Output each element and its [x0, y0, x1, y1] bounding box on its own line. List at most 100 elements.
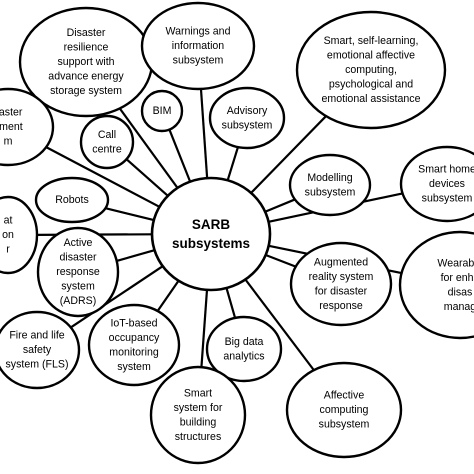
node-label-modelling-line-1: Modelling	[307, 172, 352, 184]
node-ellipse-adrs	[36, 226, 120, 318]
node-robots: Robots	[34, 176, 110, 224]
node-label-iot-occupancy-line-4: system	[117, 361, 151, 373]
node-label-disaster-management-line-1: saster	[0, 107, 23, 119]
node-ellipse-fire-life-safety	[0, 310, 81, 390]
node-label-affective-computing-line-3: subsystem	[319, 419, 370, 431]
node-ellipse-augmented-reality	[289, 241, 393, 327]
node-label-advisory-line-1: Advisory	[227, 105, 268, 117]
node-label-augmented-reality-line-4: response	[319, 300, 363, 312]
node-smart-self-learning: Smart, self-learning, emotional affective…	[295, 10, 447, 130]
node-label-modelling-line-2: subsystem	[305, 186, 356, 198]
node-ellipse-bim	[140, 89, 184, 133]
spoke-disaster-resilience	[118, 107, 179, 189]
node-label-bim-line-1: BIM	[153, 105, 172, 117]
node-label-augmented-reality-line-1: Augmented	[314, 256, 368, 268]
node-ellipse-smart-home-devices	[399, 145, 474, 223]
node-modelling: Modelling subsystem	[288, 153, 372, 217]
node-ellipse-affective-computing	[285, 361, 403, 459]
node-label-smart-self-learning-line-2: emotional affective	[327, 50, 415, 62]
node-label-wearables-line-3: disas	[448, 286, 473, 298]
spoke-smart-building-structures	[200, 289, 209, 368]
node-label-left-partial-line-1: at	[4, 215, 13, 227]
node-label-smart-home-devices-line-3: subsystem	[422, 193, 473, 205]
node-label-augmented-reality-line-2: reality system	[309, 271, 374, 283]
node-disaster-management: saster ement m	[0, 87, 55, 167]
node-label-disaster-resilience-line-1: Disaster	[67, 27, 106, 39]
node-label-smart-self-learning-line-4: psychological and	[329, 79, 413, 91]
node-label-iot-occupancy-line-3: monitoring	[109, 346, 159, 358]
node-label-big-data-line-2: analytics	[223, 350, 264, 362]
hub-ellipse	[150, 176, 272, 292]
spoke-robots	[105, 207, 155, 222]
node-label-warnings-information-line-1: Warnings and	[166, 26, 231, 38]
node-label-left-partial-line-2: on	[2, 229, 14, 241]
node-label-adrs-line-2: disaster	[59, 252, 97, 264]
node-ellipse-iot-occupancy	[87, 303, 181, 387]
node-advisory: Advisory subsystem	[208, 86, 286, 150]
spoke-affective-computing	[244, 278, 315, 371]
node-bim: BIM	[140, 89, 184, 133]
node-label-call-centre-line-1: Call	[98, 129, 116, 141]
node-ellipse-warnings-information	[140, 1, 256, 91]
node-label-disaster-management-line-2: ement	[0, 121, 23, 133]
spoke-advisory	[226, 146, 240, 181]
spoke-adrs	[116, 249, 155, 262]
spoke-big-data	[225, 287, 237, 319]
node-label-disaster-resilience-line-4: advance energy	[48, 71, 124, 83]
node-label-adrs-line-3: response	[56, 266, 100, 278]
node-label-smart-self-learning-line-3: computing,	[345, 64, 397, 76]
node-label-smart-home-devices-line-1: Smart home	[418, 164, 474, 176]
node-label-disaster-management-line-3: m	[4, 136, 13, 148]
node-ellipse-call-centre	[79, 114, 135, 170]
node-left-partial: at on r	[0, 195, 39, 275]
node-ellipse-left-partial	[0, 195, 39, 275]
node-label-affective-computing-line-1: Affective	[324, 390, 365, 402]
node-label-warnings-information-line-2: information	[172, 40, 225, 52]
node-label-smart-building-structures-line-4: structures	[175, 431, 222, 443]
node-label-wearables-line-2: for enha	[441, 272, 474, 284]
node-label-smart-building-structures-line-3: building	[180, 416, 217, 428]
node-label-adrs-line-1: Active	[64, 237, 93, 249]
node-augmented-reality: Augmented reality system for disaster respo…	[289, 241, 393, 327]
node-label-advisory-line-2: subsystem	[222, 119, 273, 131]
spoke-warnings-information	[199, 88, 209, 179]
node-wearables: Wearablefor enhadisasmanag	[398, 230, 474, 340]
node-label-smart-building-structures-line-2: system for	[174, 402, 223, 414]
node-label-left-partial-line-3: r	[6, 244, 10, 256]
node-label-warnings-information-line-3: subsystem	[173, 55, 224, 67]
node-label-augmented-reality-line-3: for disaster	[315, 285, 368, 297]
hub-label-line-1: SARB	[192, 217, 231, 232]
node-ellipse-smart-self-learning	[295, 10, 447, 130]
node-label-robots-line-1: Robots	[55, 194, 89, 206]
node-warnings-information: Warnings and information subsystem	[140, 1, 256, 91]
node-label-big-data-line-1: Big data	[225, 336, 264, 348]
node-label-affective-computing-line-2: computing	[320, 404, 369, 416]
node-label-smart-self-learning-line-1: Smart, self-learning,	[324, 35, 419, 47]
node-label-disaster-resilience-line-5: storage system	[50, 85, 122, 97]
node-label-disaster-resilience-line-2: resilience	[64, 42, 109, 54]
node-label-adrs-line-4: system	[61, 281, 95, 293]
node-label-smart-self-learning-line-5: emotional assistance	[322, 93, 421, 105]
spoke-iot-occupancy	[156, 280, 180, 312]
hub-label-line-2: subsystems	[172, 236, 250, 251]
spoke-fire-life-safety	[70, 265, 164, 329]
node-adrs: Active disaster response system (ADRS)	[36, 226, 120, 318]
node-label-adrs-line-5: (ADRS)	[60, 295, 97, 307]
node-ellipse-big-data	[205, 315, 283, 383]
node-label-fire-life-safety-line-3: system (FLS)	[6, 359, 69, 371]
spoke-bim	[168, 129, 192, 183]
spoke-smart-self-learning	[250, 115, 327, 194]
node-affective-computing: Affective computing subsystem	[285, 361, 403, 459]
spoke-augmented-reality	[265, 254, 297, 268]
node-label-smart-home-devices-line-2: devices	[429, 178, 465, 190]
node-label-iot-occupancy-line-1: IoT-based	[110, 317, 157, 329]
hub-layer: SARB subsystems	[150, 176, 272, 292]
node-ellipse-modelling	[288, 153, 372, 217]
node-ellipse-disaster-management	[0, 87, 55, 167]
